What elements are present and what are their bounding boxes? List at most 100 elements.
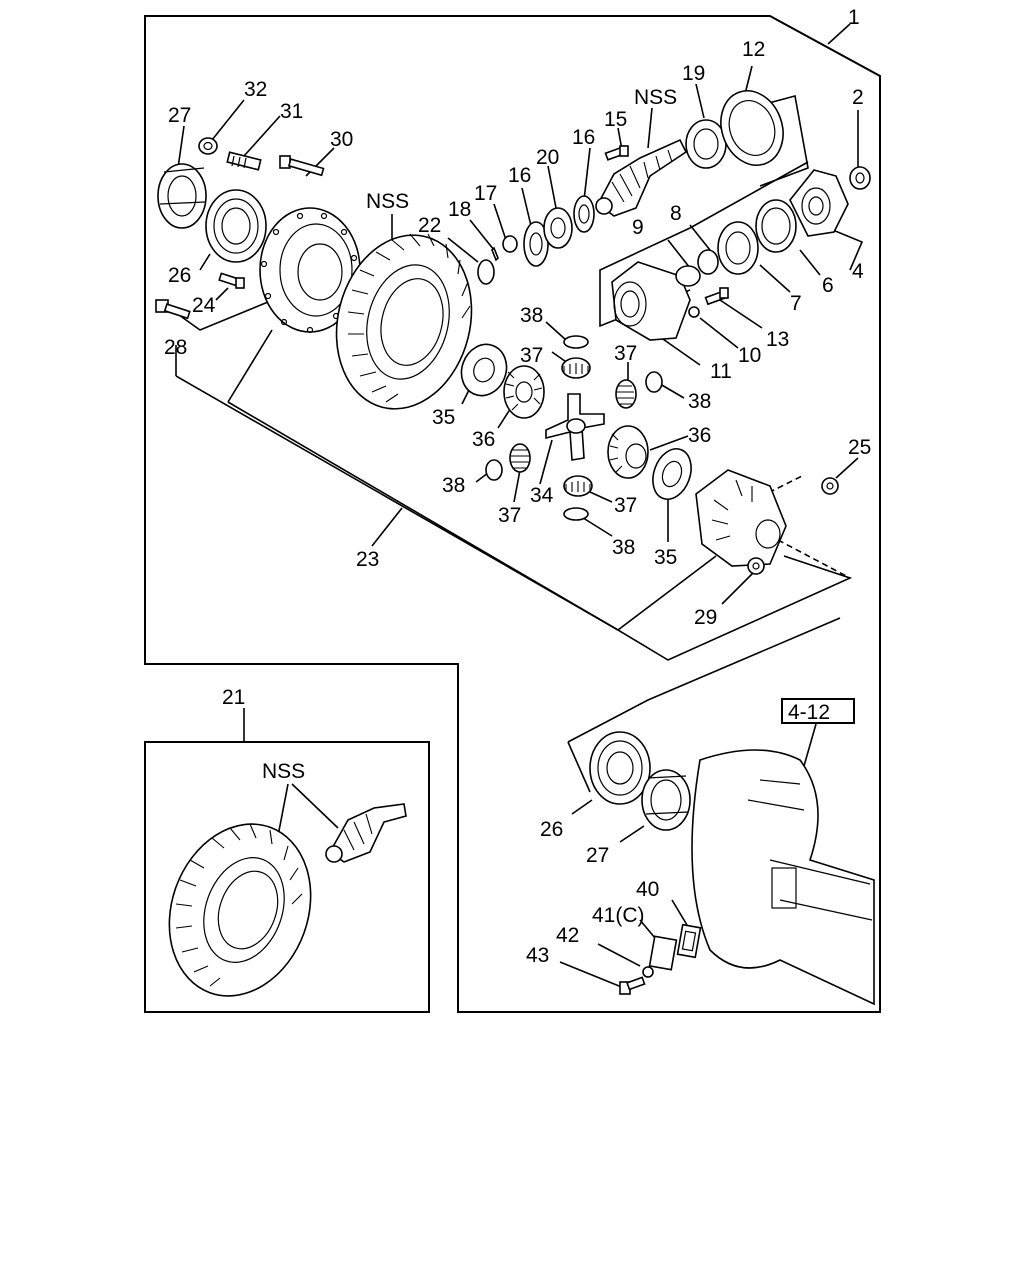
washer-10: [688, 306, 700, 318]
cover-41: [648, 935, 678, 971]
label-41: 41(C): [592, 904, 645, 927]
label-31: 31: [280, 100, 303, 123]
bearing-26-lower: [589, 731, 651, 805]
nut-29: [747, 557, 765, 575]
nut-32: [198, 137, 218, 155]
washer-38c: [485, 459, 503, 481]
label-40: 40: [636, 878, 659, 901]
thrust-washer-35b: [652, 448, 692, 500]
gasket-40: [676, 923, 702, 959]
label-15: 15: [604, 108, 627, 131]
label-37b: 37: [614, 342, 637, 365]
label-18: 18: [448, 198, 471, 221]
pinion-gear-37a: [561, 357, 591, 379]
label-38d: 38: [612, 536, 635, 559]
inset-frame: [144, 741, 430, 1013]
label-8: 8: [670, 202, 682, 225]
shim-16a: [523, 221, 549, 267]
label-19: 19: [682, 62, 705, 85]
label-4: 4: [852, 260, 864, 283]
label-35a: 35: [432, 406, 455, 429]
part-labels: 1 2 4 6 7 8 9 10 11 12 13 15 16 16 17 18…: [164, 6, 871, 967]
nut-17: [502, 235, 518, 253]
label-38c: 38: [442, 474, 465, 497]
bearing-20: [543, 207, 573, 249]
snap-ring-22: [477, 259, 495, 285]
washer-38d: [563, 507, 589, 521]
label-20: 20: [536, 146, 559, 169]
label-7: 7: [790, 292, 802, 315]
bolt-24: [218, 272, 245, 289]
main-assembly-frame: [144, 15, 881, 1013]
label-23: 23: [356, 548, 379, 571]
label-29: 29: [694, 606, 717, 629]
pinion-gear-37b: [615, 379, 637, 409]
nut-2: [849, 166, 871, 190]
label-nss-ring: NSS: [366, 190, 409, 213]
label-2: 2: [852, 86, 864, 109]
ring-gear: [335, 233, 473, 410]
oil-seal-6: [755, 199, 797, 253]
label-30: 30: [330, 128, 353, 151]
washer-42: [642, 966, 654, 978]
label-27b: 27: [586, 844, 609, 867]
bolt-13: [704, 287, 729, 306]
pinion-gear-37c: [509, 443, 531, 473]
label-16b: 16: [572, 126, 595, 149]
label-36b: 36: [688, 424, 711, 447]
bolt-43: [619, 976, 646, 995]
stud-31: [226, 151, 262, 171]
label-10: 10: [738, 344, 761, 367]
label-16a: 16: [508, 164, 531, 187]
label-36a: 36: [472, 428, 495, 451]
label-37d: 37: [614, 494, 637, 517]
label-6: 6: [822, 274, 834, 297]
pin-18: [491, 246, 499, 262]
label-37c: 37: [498, 504, 521, 527]
ref-box[interactable]: [781, 698, 855, 724]
bearing-26: [205, 189, 267, 263]
label-32: 32: [244, 78, 267, 101]
diff-case-half: [695, 469, 787, 567]
adjust-nut-27-lower: [641, 769, 691, 831]
gasket-12: [720, 90, 784, 166]
label-28: 28: [164, 336, 187, 359]
pinion-gear-37d: [563, 475, 593, 497]
ring-8: [697, 249, 719, 275]
label-21: 21: [222, 686, 245, 709]
label-17: 17: [474, 182, 497, 205]
side-gear-36a: [503, 365, 545, 419]
thrust-washer-35a: [460, 343, 508, 397]
pinion-carrier-11: [611, 261, 691, 341]
seal-9: [675, 265, 701, 287]
label-25: 25: [848, 436, 871, 459]
label-37a: 37: [520, 344, 543, 367]
label-34: 34: [530, 484, 554, 507]
bolt-15: [604, 145, 629, 161]
label-12: 12: [742, 38, 765, 61]
label-38a: 38: [520, 304, 543, 327]
label-26b: 26: [540, 818, 563, 841]
bearing-19: [685, 119, 727, 169]
label-22: 22: [418, 214, 441, 237]
adjust-nut-27: [157, 163, 207, 229]
label-ref-4-12[interactable]: 4-12: [788, 701, 830, 724]
companion-flange-4: [789, 169, 849, 237]
spider-34: [545, 393, 605, 461]
axle-housing: [691, 749, 875, 1006]
label-26a: 26: [168, 264, 191, 287]
shim-16b: [573, 195, 595, 233]
label-43: 43: [526, 944, 549, 967]
washer-38a: [563, 335, 589, 349]
bearing-7: [717, 221, 759, 275]
label-27a: 27: [168, 104, 191, 127]
inset-ring-gear: [168, 823, 312, 997]
label-35b: 35: [654, 546, 677, 569]
drive-pinion: [595, 138, 688, 217]
label-13: 13: [766, 328, 789, 351]
leader-lines: [171, 23, 864, 989]
label-nss-pinion: NSS: [634, 86, 677, 109]
nut-25: [821, 477, 839, 495]
label-11: 11: [710, 360, 732, 383]
